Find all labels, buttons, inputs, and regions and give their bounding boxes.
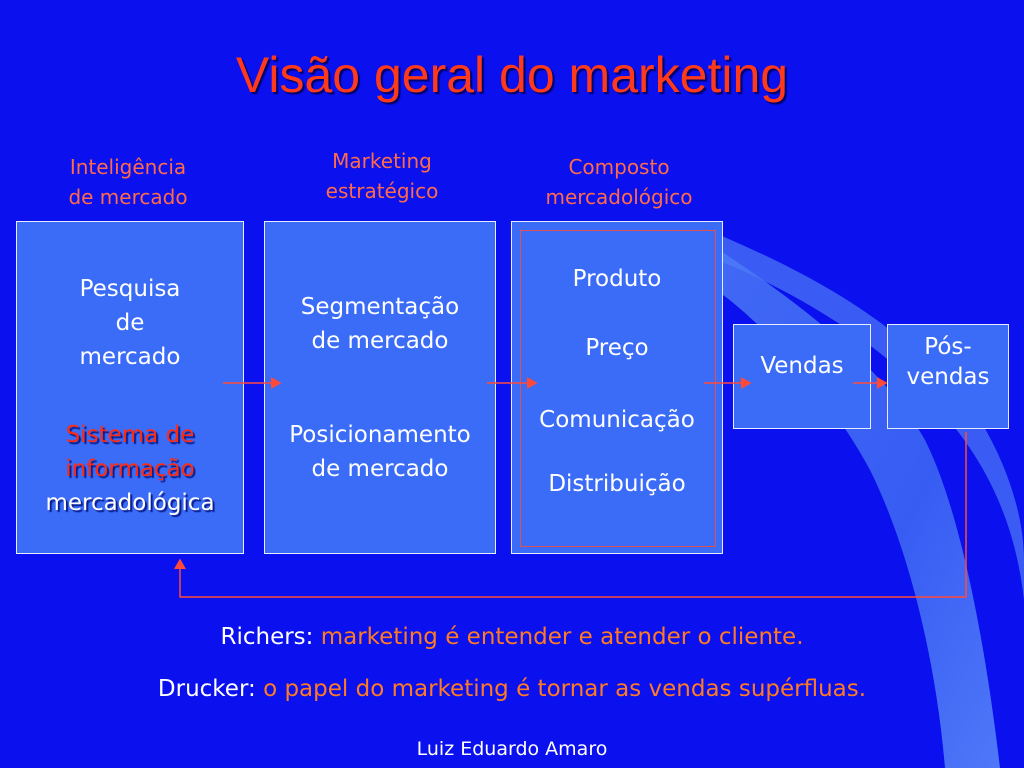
pos-vendas-line: vendas — [906, 364, 990, 390]
pesquisa-line: Pesquisa — [79, 276, 181, 302]
sistema-last-line: mercadológica — [45, 490, 215, 516]
composto-item-comunicacao: Comunicação — [539, 407, 695, 433]
quote-author: Richers: — [220, 624, 314, 650]
sistema-informacao-group: Sistema de informação mercadológica — [17, 418, 243, 520]
composto-item-produto: Produto — [572, 266, 662, 292]
box-pesquisa-de-mercado: Pesquisa de mercado Sistema de informaçã… — [16, 221, 244, 554]
posicionamento-line: de mercado — [311, 456, 449, 482]
posicionamento-line: Posicionamento — [289, 422, 471, 448]
box-marketing-estrategico: Segmentação de mercado Posicionamento de… — [264, 221, 496, 554]
box-vendas: Vendas — [733, 324, 871, 429]
pesquisa-line: de — [115, 310, 145, 336]
composto-item-preco: Preço — [585, 335, 649, 361]
posicionamento-group: Posicionamento de mercado — [265, 418, 495, 486]
quote-richers: Richers: marketing é entender e atender … — [0, 624, 1024, 650]
sistema-highlight-line: Sistema de — [65, 422, 195, 448]
composto-item-distribuicao: Distribuição — [548, 471, 686, 497]
vendas-label: Vendas — [760, 353, 844, 379]
column-label-estrategico: Marketing estratégico — [325, 149, 439, 203]
column-label-inteligencia: Inteligência de mercado — [68, 155, 188, 209]
segmentacao-group: Segmentação de mercado — [265, 290, 495, 358]
segmentacao-line: de mercado — [311, 328, 449, 354]
pesquisa-text-group: Pesquisa de mercado — [17, 272, 243, 374]
box-pos-vendas: Pós- vendas — [887, 324, 1009, 429]
pesquisa-line: mercado — [79, 344, 181, 370]
sistema-highlight-line: informação — [65, 456, 195, 482]
pos-vendas-group: Pós- vendas — [888, 332, 1008, 392]
slide-title: Visão geral do marketing — [235, 47, 789, 103]
pos-vendas-line: Pós- — [924, 334, 972, 360]
quote-text: o papel do marketing é tornar as vendas … — [263, 676, 867, 702]
footer-author: Luiz Eduardo Amaro — [416, 738, 608, 760]
column-label-composto: Composto mercadológico — [545, 155, 693, 209]
box-composto-mercadologico: Produto Preço Comunicação Distribuição — [511, 221, 723, 554]
segmentacao-line: Segmentação — [300, 294, 460, 320]
quote-author: Drucker: — [157, 676, 256, 702]
quote-drucker: Drucker: o papel do marketing é tornar a… — [0, 676, 1024, 702]
quote-text: marketing é entender e atender o cliente… — [320, 624, 804, 650]
